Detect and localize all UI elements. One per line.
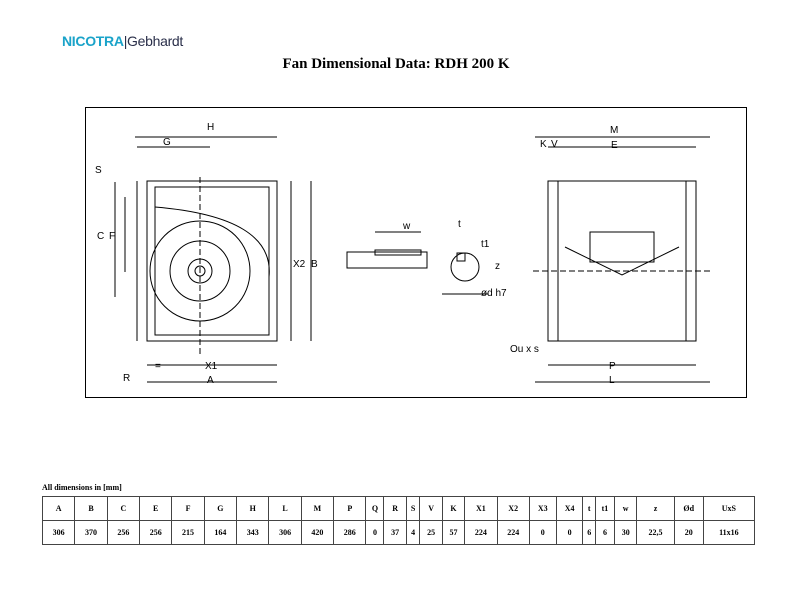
cell-value: 343 <box>236 520 270 545</box>
cell-value: 370 <box>74 520 108 545</box>
cell-value: 256 <box>139 520 173 545</box>
dim-X2: X2 <box>293 259 306 270</box>
column-header: H <box>236 496 270 521</box>
fan-drawing: H G S C F X2 B X1 = A R w t t1 z ød h7 M… <box>85 107 747 398</box>
cell-value: 6 <box>582 520 596 545</box>
cell-value: 11x16 <box>702 520 756 545</box>
cell-value: 306 <box>268 520 302 545</box>
dim-G: G <box>163 137 171 148</box>
column-header: F <box>171 496 205 521</box>
column-header: UxS <box>702 496 756 521</box>
column-header: Ød <box>673 496 704 521</box>
column-header: R <box>383 496 407 521</box>
column-header: L <box>268 496 302 521</box>
cell-value: 25 <box>419 520 443 545</box>
dim-A: A <box>207 375 214 386</box>
dim-K: K <box>540 139 547 150</box>
column-header: M <box>300 496 335 521</box>
column-header: G <box>203 496 238 521</box>
column-header: z <box>636 496 675 521</box>
column-header: t <box>582 496 596 521</box>
column-header: B <box>74 496 108 521</box>
dim-X1: X1 <box>205 361 218 372</box>
dim-U: Ou x s <box>510 344 539 355</box>
column-header: X1 <box>464 496 498 521</box>
dim-w: w <box>402 221 411 232</box>
cell-value: 0 <box>365 520 385 545</box>
side-view <box>533 136 710 383</box>
cell-value: 22,5 <box>636 520 675 545</box>
cell-value: 57 <box>441 520 466 545</box>
cell-value: 256 <box>106 520 141 545</box>
table-caption: All dimensions in [mm] <box>42 483 122 492</box>
column-header: A <box>41 496 76 521</box>
cell-value: 286 <box>333 520 367 545</box>
column-header: X4 <box>555 496 584 521</box>
dim-R: R <box>123 373 130 384</box>
column-header: Q <box>365 496 385 521</box>
cell-value: 37 <box>383 520 407 545</box>
dim-B: B <box>311 259 318 270</box>
column-header: V <box>419 496 443 521</box>
column-header: t1 <box>594 496 616 521</box>
cell-value: 0 <box>528 520 557 545</box>
column-header: E <box>139 496 173 521</box>
column-header: P <box>333 496 367 521</box>
dim-L: L <box>609 375 615 386</box>
dim-t1: t1 <box>481 239 490 250</box>
dim-z: z <box>495 261 500 272</box>
column-header: w <box>613 496 638 521</box>
logo: NICOTRA|Gebhardt <box>62 33 184 49</box>
cell-value: 4 <box>405 520 421 545</box>
cell-value: 6 <box>594 520 616 545</box>
column-header: S <box>405 496 421 521</box>
dim-S: S <box>95 165 102 176</box>
cell-value: 0 <box>555 520 584 545</box>
dim-t: t <box>458 219 461 230</box>
cell-value: 164 <box>203 520 238 545</box>
cell-value: 306 <box>41 520 76 545</box>
cell-value: 224 <box>464 520 498 545</box>
dim-d: ød h7 <box>481 288 507 299</box>
front-view <box>114 136 312 383</box>
cell-value: 20 <box>673 520 704 545</box>
dim-M: M <box>610 125 618 136</box>
dim-F: F <box>109 231 115 242</box>
cell-value: 224 <box>496 520 530 545</box>
cell-value: 420 <box>300 520 335 545</box>
page-title: Fan Dimensional Data: RDH 200 K <box>282 56 510 72</box>
cell-value: 215 <box>171 520 205 545</box>
dim-C: C <box>97 231 104 242</box>
dim-P: P <box>609 361 616 372</box>
dim-E: E <box>611 140 618 151</box>
dim-V: V <box>551 139 558 150</box>
dim-H: H <box>207 122 214 133</box>
column-header: K <box>441 496 466 521</box>
column-header: C <box>106 496 141 521</box>
cell-value: 30 <box>613 520 638 545</box>
dim-eq: = <box>155 361 161 372</box>
column-header: X2 <box>496 496 530 521</box>
shaft-detail <box>346 231 488 295</box>
column-header: X3 <box>528 496 557 521</box>
